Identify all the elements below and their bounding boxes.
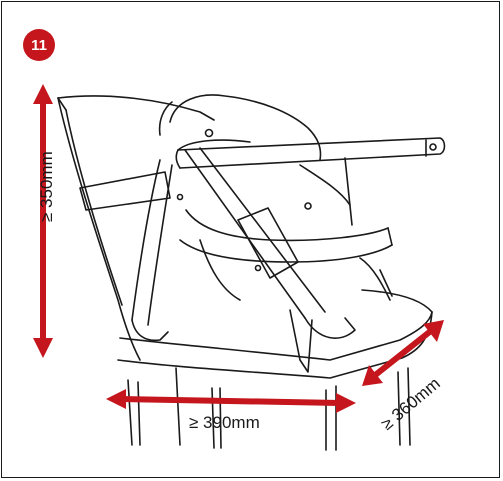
width-arrow [106,389,356,413]
step-number-badge: 11 [23,29,55,61]
booster-tray [175,137,446,226]
width-dimension-label: ≥ 390mm [189,413,260,432]
height-arrow [33,84,53,358]
booster-seat-shell [158,94,393,263]
booster-legs-and-straps [79,147,393,373]
depth-arrow [362,320,444,386]
height-dimension-label: ≥ 350mm [37,151,56,222]
chair-backrest [57,95,215,361]
dimension-arrows [33,84,444,413]
